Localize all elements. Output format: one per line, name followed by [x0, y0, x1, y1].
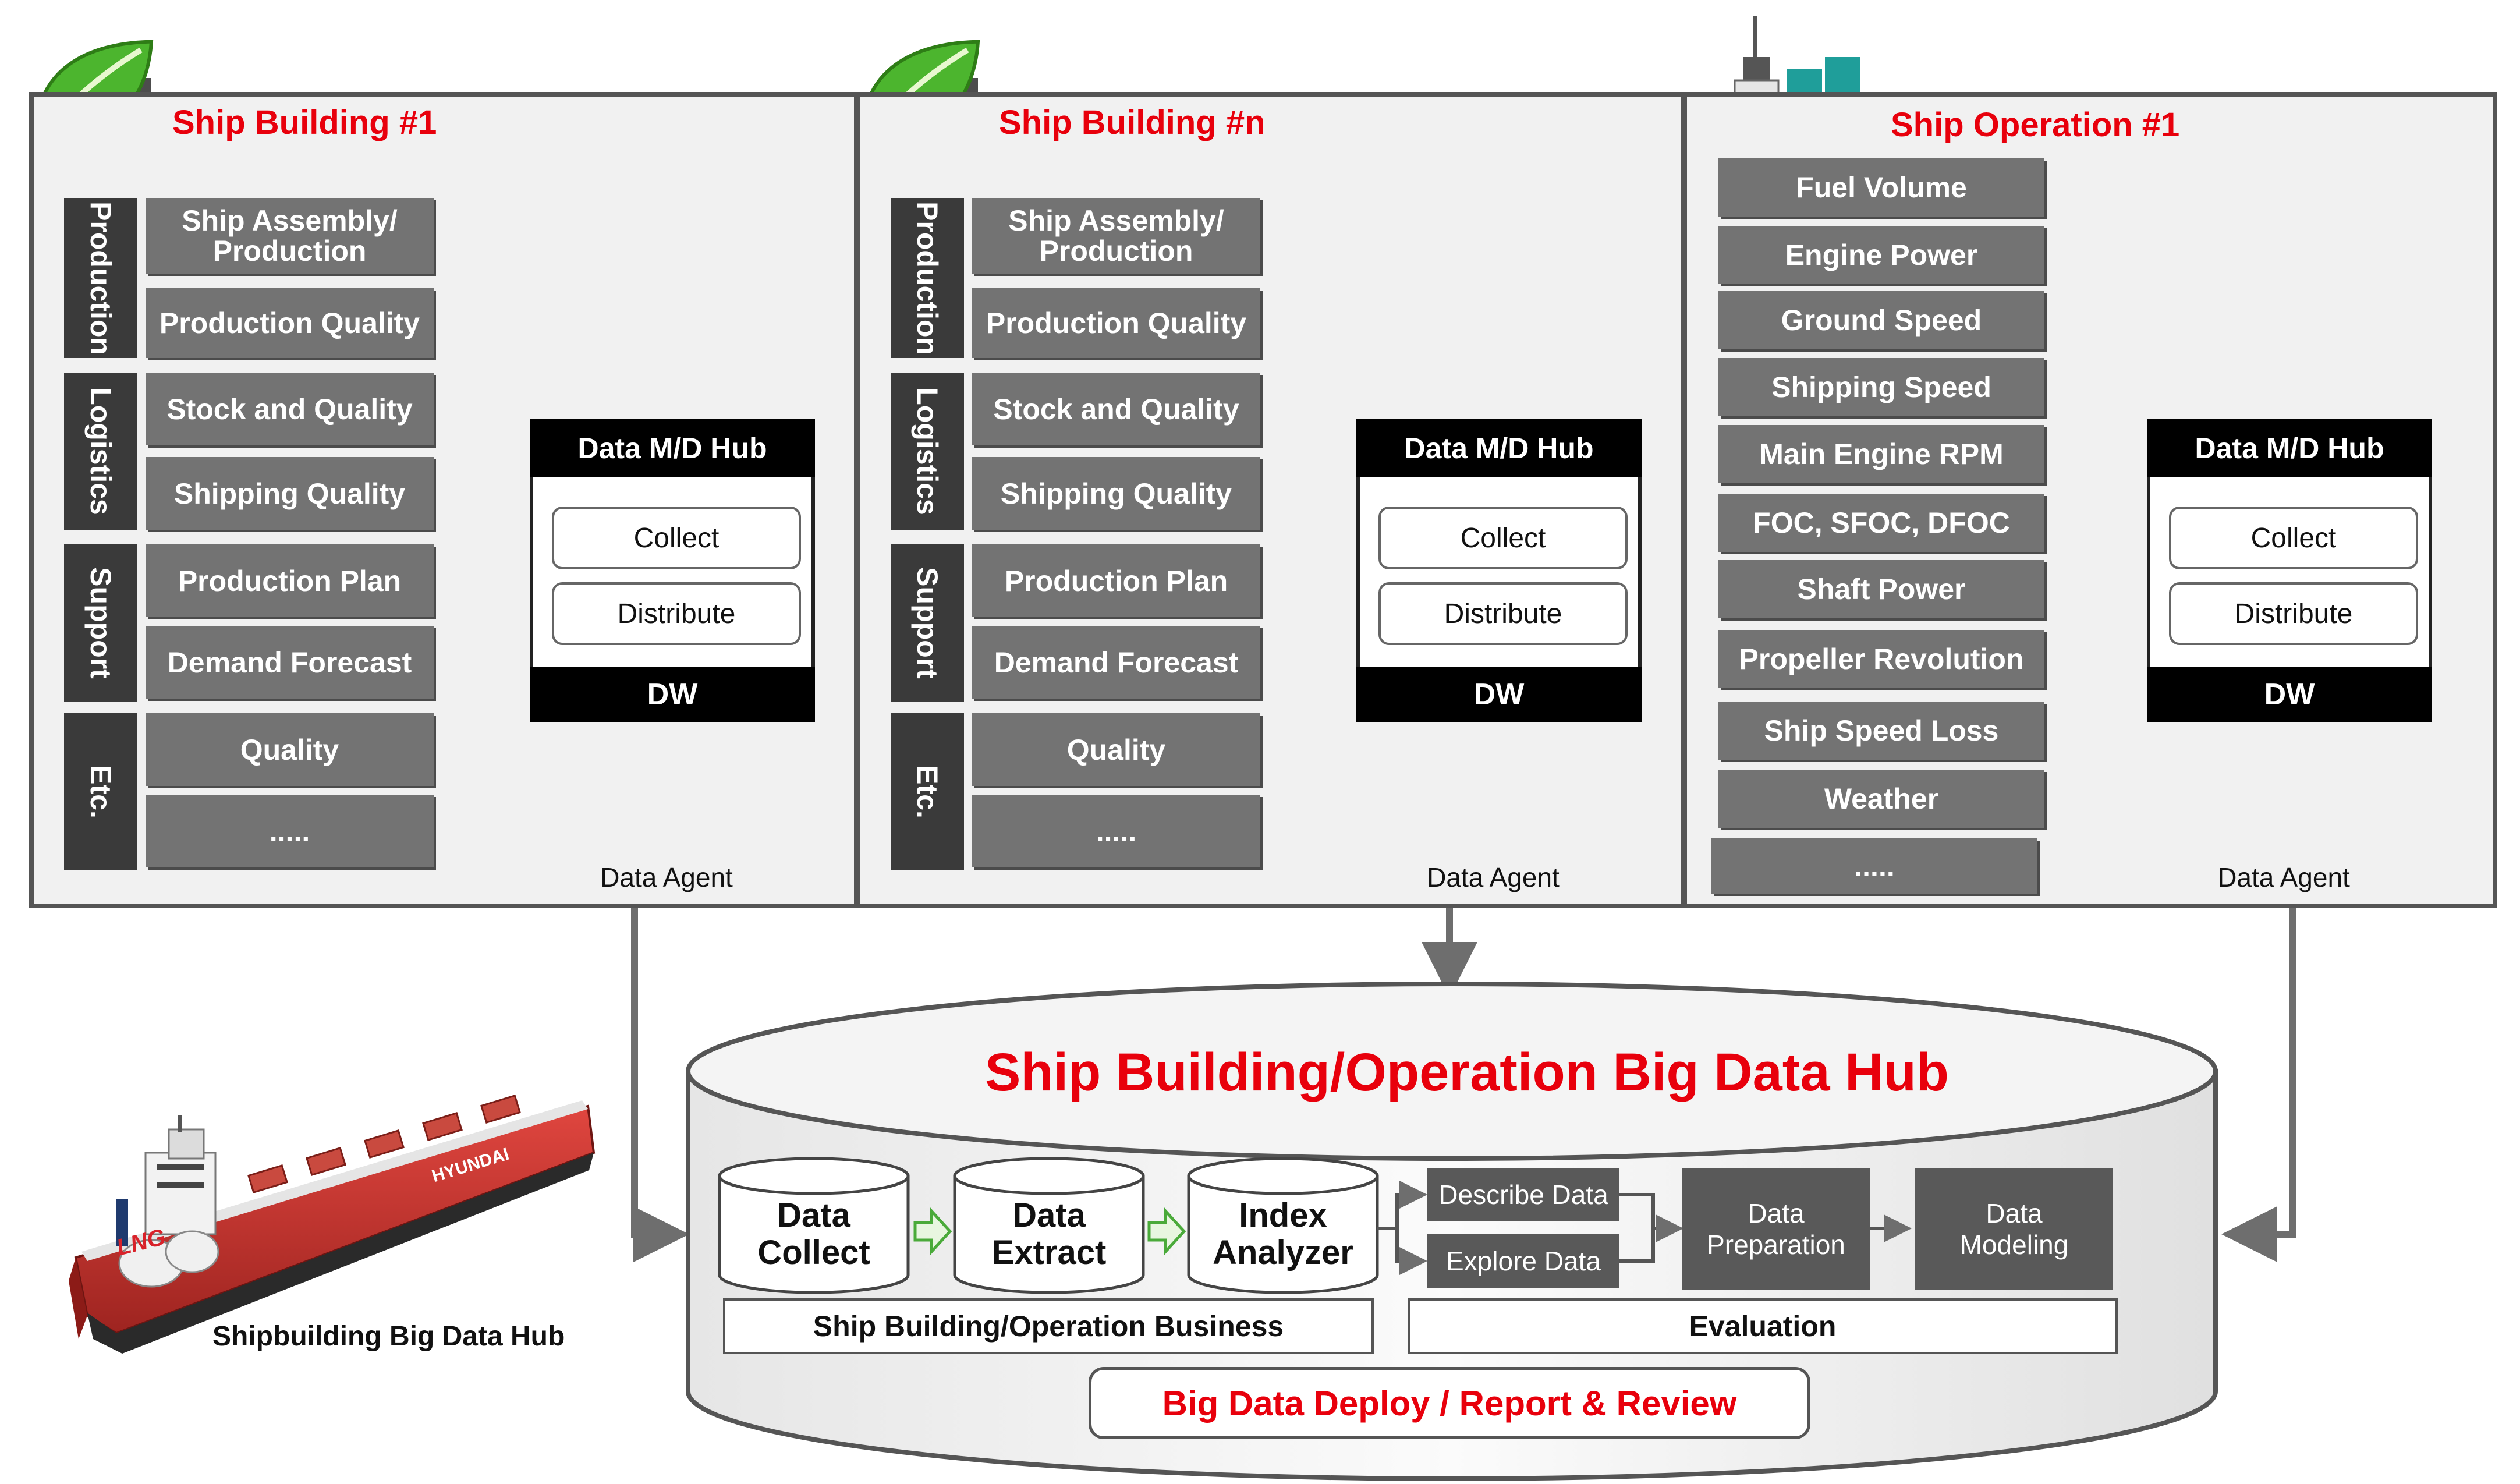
category-production: Production — [64, 198, 137, 358]
deploy-report-box: Big Data Deploy / Report & Review — [1089, 1367, 1810, 1439]
explore-data-box: Explore Data — [1427, 1234, 1619, 1288]
item-main-engine-rpm: Main Engine RPM — [1718, 425, 2044, 483]
ship-caption: Shipbuilding Big Data Hub — [212, 1321, 565, 1352]
panel-title: Ship Building #1 — [172, 104, 437, 141]
item-production-plan: Production Plan — [972, 544, 1260, 617]
md-hub-header: Data M/D Hub — [1356, 419, 1642, 477]
stage-data-collect: Data Collect — [757, 1196, 870, 1272]
category-production: Production — [891, 198, 964, 358]
big-data-hub-title: Ship Building/Operation Big Data Hub — [985, 1043, 1949, 1102]
item-engine-power: Engine Power — [1718, 226, 2044, 284]
item-more: ..... — [146, 795, 434, 867]
item-propeller-revolution: Propeller Revolution — [1718, 630, 2044, 688]
item-ship-assembly: Ship Assembly/ Production — [146, 198, 434, 274]
data-preparation-box: Data Preparation — [1682, 1168, 1870, 1290]
stage-green-arrows — [913, 1207, 1186, 1256]
category-etc: Etc. — [64, 713, 137, 870]
data-agent-label: Data Agent — [2217, 862, 2350, 892]
hub-flow-arrows — [631, 908, 2296, 1262]
item-stock-quality: Stock and Quality — [146, 373, 434, 445]
stage-data-extract: Data Extract — [991, 1196, 1107, 1272]
stage-cylinders — [718, 1157, 1379, 1294]
data-modeling-box: Data Modeling — [1915, 1168, 2113, 1290]
item-shaft-power: Shaft Power — [1718, 560, 2044, 618]
item-shipping-quality: Shipping Quality — [146, 457, 434, 530]
item-demand-forecast: Demand Forecast — [972, 626, 1260, 699]
panel-title: Ship Building #n — [999, 104, 1266, 141]
distribute-box: Distribute — [2169, 582, 2418, 645]
category-support: Support — [891, 544, 964, 702]
item-ship-speed-loss: Ship Speed Loss — [1718, 702, 2044, 760]
collect-box: Collect — [2169, 507, 2418, 569]
stage-index-analyzer: Index Analyzer — [1213, 1196, 1353, 1272]
item-weather: Weather — [1718, 770, 2044, 828]
md-hub-header: Data M/D Hub — [530, 419, 815, 477]
lng-carrier-illustration — [69, 1095, 596, 1354]
analysis-connectors — [1377, 1181, 1912, 1275]
business-label-box: Ship Building/Operation Business — [723, 1298, 1374, 1354]
item-production-plan: Production Plan — [146, 544, 434, 617]
dw-bar: DW — [2147, 667, 2432, 722]
evaluation-label-box: Evaluation — [1408, 1298, 2118, 1354]
dw-bar: DW — [1356, 667, 1642, 722]
item-shipping-speed: Shipping Speed — [1718, 358, 2044, 416]
collect-box: Collect — [1378, 507, 1628, 569]
panel-title: Ship Operation #1 — [1891, 106, 2180, 144]
item-shipping-quality: Shipping Quality — [972, 457, 1260, 530]
data-agent-label: Data Agent — [1427, 862, 1560, 892]
dw-bar: DW — [530, 667, 815, 722]
item-more: ..... — [1711, 838, 2037, 894]
item-quality: Quality — [146, 713, 434, 786]
category-logistics: Logistics — [891, 373, 964, 530]
describe-data-box: Describe Data — [1427, 1168, 1619, 1221]
collect-box: Collect — [552, 507, 801, 569]
item-fuel-volume: Fuel Volume — [1718, 158, 2044, 217]
item-production-quality: Production Quality — [972, 288, 1260, 358]
item-production-quality: Production Quality — [146, 288, 434, 358]
distribute-box: Distribute — [552, 582, 801, 645]
item-demand-forecast: Demand Forecast — [146, 626, 434, 699]
item-ground-speed: Ground Speed — [1718, 291, 2044, 349]
category-support: Support — [64, 544, 137, 702]
data-agent-label: Data Agent — [600, 862, 733, 892]
item-stock-quality: Stock and Quality — [972, 373, 1260, 445]
md-hub-header: Data M/D Hub — [2147, 419, 2432, 477]
item-ship-assembly: Ship Assembly/ Production — [972, 198, 1260, 274]
item-more: ..... — [972, 795, 1260, 867]
category-logistics: Logistics — [64, 373, 137, 530]
distribute-box: Distribute — [1378, 582, 1628, 645]
category-etc: Etc. — [891, 713, 964, 870]
item-quality: Quality — [972, 713, 1260, 786]
item-foc: FOC, SFOC, DFOC — [1718, 494, 2044, 552]
